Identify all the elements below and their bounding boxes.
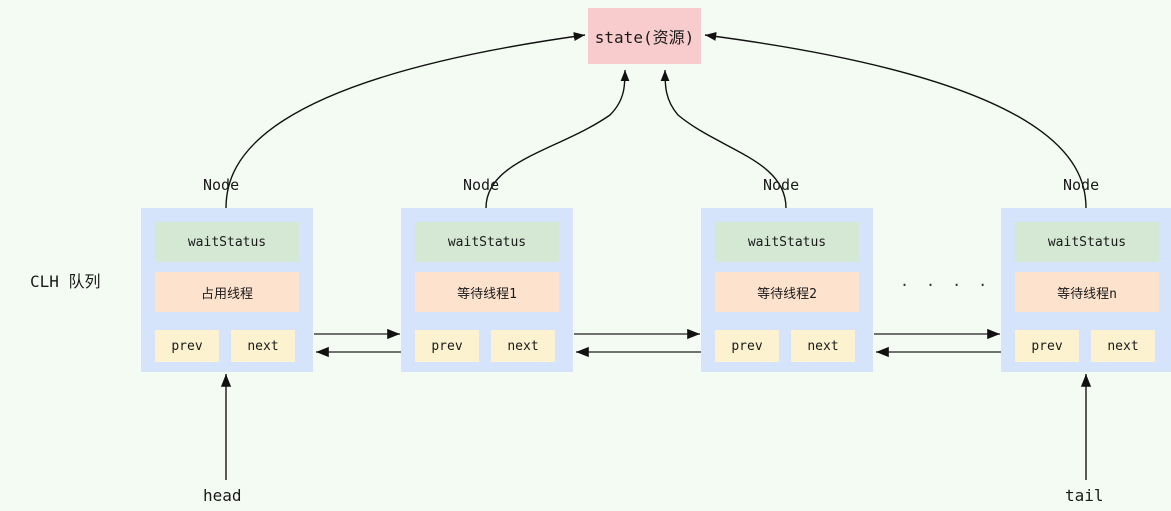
node-4-next[interactable]: next (1091, 330, 1155, 362)
node-3-prev[interactable]: prev (715, 330, 779, 362)
node-4-prev[interactable]: prev (1015, 330, 1079, 362)
node-1-prev[interactable]: prev (155, 330, 219, 362)
node-3-waitstatus: waitStatus (715, 222, 859, 262)
node-4-thread: 等待线程n (1015, 272, 1159, 312)
state-label: state(资源) (594, 28, 695, 47)
node-2-waitstatus: waitStatus (415, 222, 559, 262)
node-1[interactable]: waitStatus 占用线程 prev next (141, 208, 313, 372)
node-3-next[interactable]: next (791, 330, 855, 362)
node-1-next[interactable]: next (231, 330, 295, 362)
node-caption-3: Node (763, 176, 800, 194)
node-2-prev[interactable]: prev (415, 330, 479, 362)
node-caption-1: Node (203, 176, 240, 194)
edge-node2-to-state (485, 69, 630, 209)
state-box[interactable]: state(资源) (588, 8, 701, 64)
node-2-next[interactable]: next (491, 330, 555, 362)
node-caption-2: Node (463, 176, 500, 194)
edge-node1-to-state (225, 32, 586, 209)
clh-queue-label: CLH 队列 (30, 272, 101, 291)
node-1-waitstatus: waitStatus (155, 222, 299, 262)
node-1-thread: 占用线程 (155, 272, 299, 312)
node-2-thread: 等待线程1 (415, 272, 559, 312)
node-4-waitstatus: waitStatus (1015, 222, 1159, 262)
tail-label: tail (1065, 486, 1104, 505)
node-3-thread: 等待线程2 (715, 272, 859, 312)
node-2[interactable]: waitStatus 等待线程1 prev next (401, 208, 573, 372)
node-caption-4: Node (1063, 176, 1100, 194)
node-3[interactable]: waitStatus 等待线程2 prev next (701, 208, 873, 372)
head-label: head (203, 486, 242, 505)
node-4[interactable]: waitStatus 等待线程n prev next (1001, 208, 1171, 372)
